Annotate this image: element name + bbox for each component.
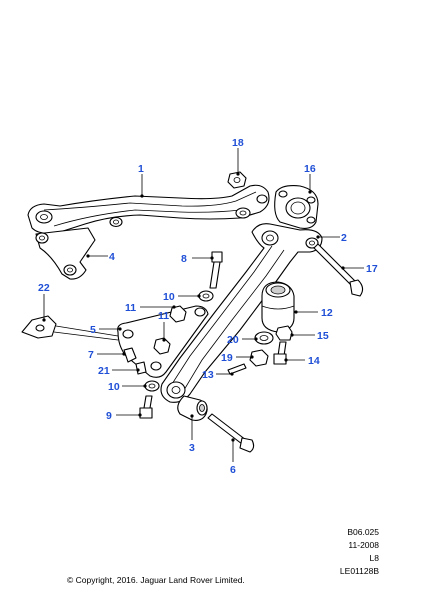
upper-long-bolt: [313, 243, 364, 297]
illustration-id: LE01128B: [339, 566, 379, 576]
callout-21: 21: [98, 365, 110, 377]
reference-model: L8: [369, 553, 379, 563]
rh-mounting-bracket: [274, 185, 319, 229]
callout-4: 4: [109, 251, 115, 263]
nut-11-upper: [169, 305, 187, 323]
copyright-notice: © Copyright, 2016. Jaguar Land Rover Lim…: [67, 575, 245, 585]
callout-15: 15: [317, 330, 329, 342]
bolt-7: [123, 347, 137, 363]
washer-20: [254, 331, 274, 345]
bolt-21: [135, 361, 147, 375]
callout-11-upper: 11: [125, 302, 136, 314]
callout-18: 18: [232, 137, 244, 149]
callout-14: 14: [308, 355, 320, 367]
reference-code: B06.025: [347, 527, 379, 537]
upper-cross-member: [27, 184, 270, 234]
pin-13: [227, 363, 247, 375]
callout-5: 5: [90, 324, 96, 336]
callout-13: 13: [202, 369, 214, 381]
callout-11-lower: 11: [158, 310, 169, 322]
callout-3: 3: [189, 442, 195, 454]
bush-housing: [261, 281, 295, 333]
small-bracket: [21, 315, 119, 341]
long-bolt: [207, 413, 255, 453]
leader-lines: [42, 148, 364, 462]
reference-date: 11-2008: [348, 540, 379, 550]
bush: [177, 395, 208, 421]
callout-1: 1: [138, 163, 144, 175]
washer-10-upper: [198, 290, 214, 302]
nut-15: [275, 325, 293, 341]
bolt-9: [139, 395, 153, 419]
callout-19: 19: [221, 352, 233, 364]
mounting-bracket: [35, 227, 96, 280]
callout-8: 8: [181, 253, 187, 265]
bolt-14: [273, 341, 287, 365]
callout-6: 6: [230, 464, 236, 476]
callout-10-lower: 10: [108, 381, 120, 393]
callout-10-upper: 10: [163, 291, 175, 303]
callout-17: 17: [366, 263, 378, 275]
callout-20: 20: [227, 334, 239, 346]
callout-2: 2: [341, 232, 347, 244]
nut-19: [249, 349, 269, 367]
bolt-8: [209, 251, 223, 289]
washer-10-lower: [144, 380, 160, 392]
callout-12: 12: [321, 307, 333, 319]
callout-7: 7: [88, 349, 94, 361]
lower-control-arm: [160, 223, 323, 403]
callout-9: 9: [106, 410, 112, 422]
nut-18: [227, 171, 247, 189]
callout-labels: 1 18 16 2 4 8 17 22 10 11 12 11 5 15 20 …: [38, 137, 378, 476]
callout-22: 22: [38, 282, 50, 294]
callout-16: 16: [304, 163, 316, 175]
